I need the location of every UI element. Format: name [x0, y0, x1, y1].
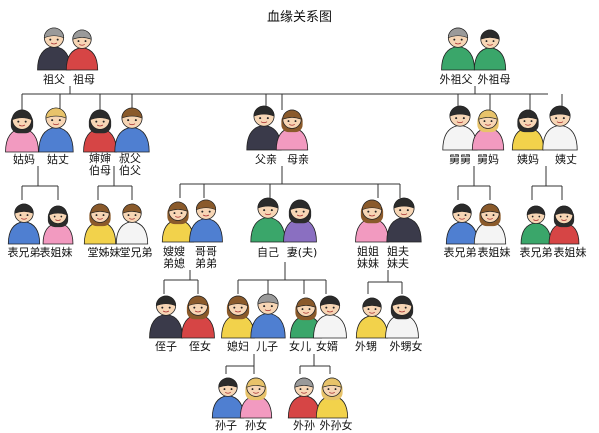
label-aunt-maternal: 姨妈 [517, 153, 539, 166]
sister-figure [355, 199, 389, 243]
daughter-son-figure [287, 377, 321, 419]
label-uncle-maternal: 舅舅 [449, 153, 471, 166]
label-sister-son: 外甥 [355, 340, 377, 353]
granddaughter-figure [239, 377, 273, 419]
aunt-maternal-figure [511, 109, 545, 151]
uncle-maternal-wife-figure [471, 109, 505, 151]
daughter-in-law-figure [221, 295, 255, 339]
label-maternal-grandma: 外祖母 [477, 73, 511, 86]
label-maternal-grandpa: 外祖父 [439, 73, 473, 86]
cousin-tang-m-figure [115, 203, 149, 245]
label-uncle-maternal-wife: 舅妈 [477, 153, 499, 166]
label-nephew: 侄子 [155, 340, 177, 353]
label-uncle-paternal: 叔父 伯父 [119, 152, 141, 177]
daughter-daughter-figure [315, 377, 349, 419]
label-cousin-f-maternal: 表姐妹 [477, 246, 511, 259]
label-spouse: 妻(夫) [286, 246, 318, 259]
label-cousin-m-maternal: 表兄弟 [443, 246, 477, 259]
label-son-in-law: 女婿 [316, 340, 338, 353]
cousin-m-paternal-figure [7, 203, 41, 245]
label-granddaughter: 孙女 [245, 419, 267, 432]
cousin-f-paternal-figure [42, 205, 74, 245]
grandpa-figure [37, 27, 71, 71]
label-brother: 哥哥 弟弟 [195, 245, 217, 270]
label-uncle-wife-paternal: 婶婶 伯母 [89, 152, 111, 177]
self-figure [250, 197, 286, 243]
sister-daughter-figure [385, 295, 419, 339]
label-aunt-paternal-husband: 姑丈 [47, 153, 69, 166]
label-cousin-f-paternal: 表姐妹 [39, 246, 73, 259]
label-cousin-tang-f: 堂姊妹 [87, 246, 121, 259]
label-grandpa: 祖父 [43, 73, 65, 86]
spouse-figure [283, 199, 317, 243]
cousin-m-maternal2-figure [520, 205, 552, 245]
label-daughter: 女儿 [289, 340, 311, 353]
label-aunt-paternal: 姑妈 [13, 153, 35, 166]
cousin-tang-f-figure [83, 203, 117, 245]
sister-son-figure [355, 297, 389, 339]
father-figure [246, 105, 282, 151]
label-father: 父亲 [255, 153, 277, 166]
cousin-f-maternal2-figure [548, 205, 580, 245]
label-niece: 侄女 [189, 340, 211, 353]
label-son: 儿子 [256, 340, 278, 353]
sister-husband-figure [386, 197, 422, 243]
label-cousin-f-maternal2: 表姐妹 [553, 246, 587, 259]
label-mother: 母亲 [287, 153, 309, 166]
label-sister-in-law: 嫂嫂 弟媳 [163, 245, 185, 270]
aunt-paternal-figure [5, 109, 39, 153]
label-grandma: 祖母 [73, 73, 95, 86]
label-aunt-maternal-husband: 姨丈 [555, 153, 577, 166]
label-cousin-tang-m: 堂兄弟 [119, 246, 153, 259]
maternal-grandma-figure [473, 29, 507, 71]
grandma-figure [65, 29, 99, 71]
label-cousin-m-maternal2: 表兄弟 [519, 246, 553, 259]
label-sister: 姐姐 妹妹 [357, 245, 379, 270]
diagram-title: 血缘关系图 [266, 10, 332, 25]
label-sister-daughter: 外甥女 [389, 340, 423, 353]
label-self: 自己 [257, 246, 279, 259]
cousin-m-maternal-figure [445, 203, 479, 245]
uncle-maternal-figure [442, 105, 478, 151]
label-daughter-in-law: 媳妇 [227, 340, 249, 353]
niece-figure [181, 295, 215, 339]
cousin-f-maternal-figure [473, 203, 507, 245]
aunt-paternal-husband-figure [38, 107, 74, 153]
uncle-paternal-figure [114, 107, 150, 153]
aunt-maternal-husband-figure [542, 105, 578, 151]
uncle-wife-paternal-figure [83, 109, 117, 153]
grandson-figure [211, 377, 245, 419]
brother-figure [189, 199, 223, 243]
nephew-figure [149, 295, 183, 339]
label-grandson: 孙子 [215, 419, 237, 432]
sister-in-law-figure [161, 201, 195, 243]
mother-figure [275, 109, 309, 151]
maternal-grandpa-figure [441, 27, 475, 71]
label-cousin-m-paternal: 表兄弟 [7, 246, 41, 259]
label-sister-husband: 姐夫 妹夫 [387, 245, 409, 270]
label-daughter-daughter: 外孙女 [319, 419, 353, 432]
label-daughter-son: 外孙 [293, 419, 315, 432]
son-figure [250, 293, 286, 339]
son-in-law-figure [313, 295, 347, 339]
